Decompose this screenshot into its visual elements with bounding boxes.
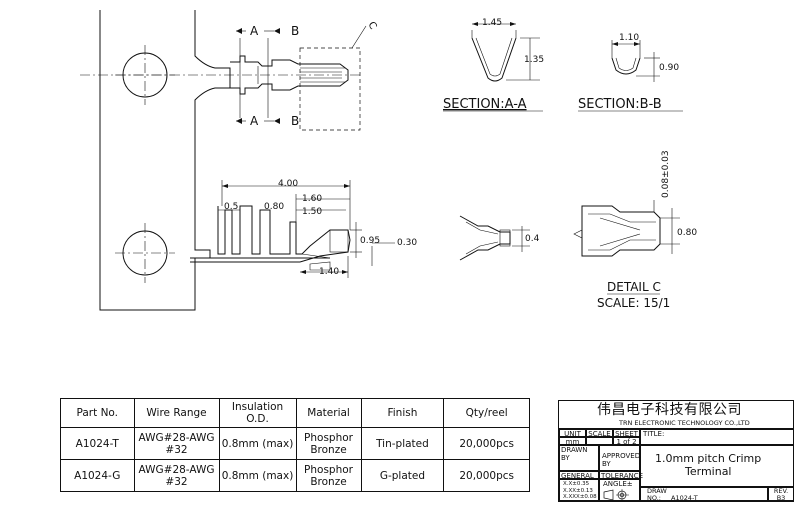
end-view-dim: 0.4 <box>525 234 540 244</box>
draw-no-label: DRAW NO.: <box>647 487 667 502</box>
cell-wire-range: AWG#28-AWG#32 <box>133 459 220 492</box>
parts-table: Part No. Wire Range Insulation O.D. Mate… <box>60 398 530 492</box>
cell-material: Phosphor Bronze <box>295 459 362 492</box>
dim-d1: 1.60 <box>302 194 322 204</box>
company-header: 伟昌电子科技有限公司 TRN ELECTRONIC TECHNOLOGY CO.… <box>559 401 793 429</box>
section-a-a: 1.45 1.35 SECTION:A-A <box>443 18 544 112</box>
tolerance-values: X.X±0.35 X.XX±0.13 X.XXX±0.08 <box>559 479 599 501</box>
cell-qty: 20,000pcs <box>443 459 530 492</box>
dim-d3: 0.5 <box>224 202 238 212</box>
dim-height: 0.95 <box>360 236 380 246</box>
section-b-label-bottom: B <box>291 114 299 128</box>
rev-label: REV. <box>773 487 789 495</box>
scale-value <box>586 437 613 445</box>
cell-qty: 20,000pcs <box>443 427 530 460</box>
unit-label: UNIT <box>559 429 586 438</box>
dim-d4: 0.80 <box>264 202 284 212</box>
detail-c-callout: C <box>365 20 378 32</box>
title-label: TITLE: <box>640 429 793 445</box>
header-part-no: Part No. <box>60 398 135 428</box>
detail-c-view: 0.80 0.08±0.03 DETAIL C SCALE: 15/1 <box>573 150 697 310</box>
detail-c-title: DETAIL C <box>607 280 661 294</box>
angle-label: ANGLE± <box>603 480 633 488</box>
section-b-b: 1.10 0.90 SECTION:B-B <box>578 33 683 112</box>
header-wire-range: Wire Range <box>133 398 220 428</box>
angle-block: ANGLE± <box>599 479 640 501</box>
general-label: GENERAL <box>559 471 599 480</box>
section-a-label-top: A <box>250 24 259 38</box>
sheet-value: 1 of 2 <box>613 437 640 446</box>
header-insulation: Insulation O.D. <box>218 398 297 428</box>
projection-symbol-icon <box>603 489 629 501</box>
section-bb-height: 0.90 <box>659 63 679 73</box>
rev-block: REV. B3 <box>768 487 793 502</box>
cell-part-no: A1024-T <box>60 427 135 460</box>
draw-no-block: DRAW NO.: A1024-T <box>640 487 768 502</box>
drawn-by-label: DRAWN BY <box>559 445 599 471</box>
sheet-label: SHEET <box>613 429 640 438</box>
title-line-1: 1.0mm pitch Crimp <box>655 452 762 465</box>
company-name-en: TRN ELECTRONIC TECHNOLOGY CO.,LTD <box>619 419 750 427</box>
detail-c-height: 0.08±0.03 <box>661 150 671 198</box>
cell-wire-range: AWG#28-AWG#32 <box>133 427 220 460</box>
terminal-side-view: 4.00 1.60 1.50 0.5 0.80 0.95 0.30 1.40 <box>190 179 417 278</box>
section-b-label-top: B <box>291 24 299 38</box>
section-aa-title: SECTION:A-A <box>443 97 527 112</box>
section-bb-width: 1.10 <box>619 33 639 43</box>
cell-material: Phosphor Bronze <box>295 427 362 460</box>
rev-value: B3 <box>776 494 786 502</box>
tolerance-2: X.XX±0.13 <box>563 487 593 494</box>
detail-c-width: 0.80 <box>677 228 697 238</box>
terminal-top-view: A B A B C <box>230 20 378 131</box>
cell-insulation: 0.8mm (max) <box>218 459 297 492</box>
tolerance-3: X.XXX±0.08 <box>563 494 597 500</box>
section-bb-title: SECTION:B-B <box>578 97 662 112</box>
cell-part-no: A1024-G <box>60 459 135 492</box>
dim-d2: 1.50 <box>302 207 322 217</box>
cell-finish: G-plated <box>360 459 445 492</box>
carrier-strip <box>80 10 360 311</box>
cell-insulation: 0.8mm (max) <box>218 427 297 460</box>
parts-table-header: Part No. Wire Range Insulation O.D. Mate… <box>60 398 530 428</box>
header-finish: Finish <box>360 398 445 428</box>
detail-c-boundary <box>299 47 361 131</box>
dim-overall: 4.00 <box>278 179 298 189</box>
detail-c-scale: SCALE: 15/1 <box>597 296 670 310</box>
company-name-cn: 伟昌电子科技有限公司 <box>597 402 742 418</box>
header-material: Material <box>295 398 362 428</box>
table-row: A1024-T AWG#28-AWG#32 0.8mm (max) Phosph… <box>60 427 530 460</box>
title-block: 伟昌电子科技有限公司 TRN ELECTRONIC TECHNOLOGY CO.… <box>558 400 794 502</box>
unit-value: mm <box>559 437 586 446</box>
draw-no-value: A1024-T <box>671 494 698 502</box>
scale-label: SCALE <box>586 429 613 438</box>
terminal-end-view: 0.4 <box>459 215 540 261</box>
title-line-2: Terminal <box>685 465 732 478</box>
approved-by-label: APPROVED BY <box>599 445 640 471</box>
drawing-title: 1.0mm pitch Crimp Terminal <box>640 445 793 487</box>
tolerance-1: X.X±0.35 <box>563 481 590 487</box>
header-qty: Qty/reel <box>443 398 530 428</box>
table-row: A1024-G AWG#28-AWG#32 0.8mm (max) Phosph… <box>60 459 530 492</box>
section-aa-height: 1.35 <box>524 55 544 65</box>
dim-thickness: 0.30 <box>397 238 417 248</box>
dim-bottom: 1.40 <box>319 267 339 277</box>
cell-finish: Tin-plated <box>360 427 445 460</box>
tolerance-label: TOLERANCE <box>599 471 644 480</box>
section-aa-width: 1.45 <box>482 18 502 28</box>
section-a-label-bottom: A <box>250 114 259 128</box>
